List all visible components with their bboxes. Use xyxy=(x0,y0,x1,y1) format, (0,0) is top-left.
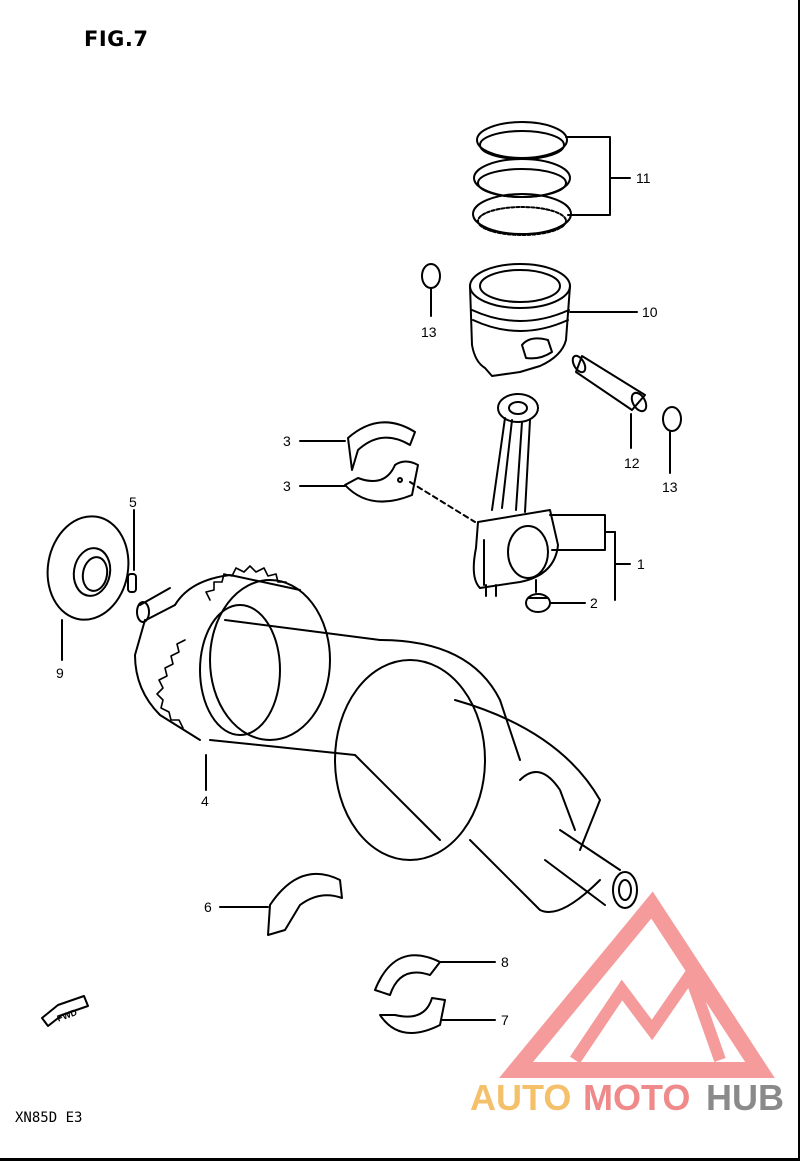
circlip-right xyxy=(662,406,682,432)
callout-5: 5 xyxy=(129,494,137,510)
main-bearing-upper xyxy=(374,954,441,996)
callout-13-right: 13 xyxy=(662,479,678,495)
watermark-auto: AUTO xyxy=(470,1077,571,1118)
callout-9: 9 xyxy=(56,665,64,681)
piston-pin xyxy=(571,354,648,413)
thrust-bearing xyxy=(267,872,343,936)
dowel-pin xyxy=(127,573,137,593)
fwd-label: FWD xyxy=(56,1007,79,1024)
main-bearing-lower xyxy=(379,997,446,1034)
callout-4: 4 xyxy=(201,793,209,809)
model-code: XN85D E3 xyxy=(15,1110,83,1126)
conrod-bearing-upper xyxy=(347,421,416,471)
callout-7: 7 xyxy=(501,1012,509,1028)
piston xyxy=(469,263,571,377)
connecting-rod xyxy=(472,393,559,597)
conrod-nut xyxy=(525,593,551,613)
primary-gear xyxy=(156,565,287,729)
frame-border-right xyxy=(798,0,800,1161)
callout-2: 2 xyxy=(590,595,598,611)
circlip-left xyxy=(421,263,441,289)
callout-8: 8 xyxy=(501,954,509,970)
watermark-hub: HUB xyxy=(706,1077,784,1118)
piston-rings xyxy=(472,121,572,236)
oil-seal xyxy=(46,515,130,621)
crankshaft xyxy=(134,574,638,913)
frame-border-bottom xyxy=(0,1158,800,1161)
watermark-logo xyxy=(499,891,775,1078)
conrod-bearing-lower xyxy=(344,460,419,503)
watermark-text: AUTO MOTO HUB xyxy=(470,1077,784,1118)
fwd-arrow-icon xyxy=(41,995,89,1027)
figure-title: FIG.7 xyxy=(84,27,149,51)
watermark-m-icon xyxy=(570,961,726,1064)
callout-1: 1 xyxy=(637,556,645,572)
callout-12: 12 xyxy=(624,455,640,471)
callout-13-left: 13 xyxy=(421,324,437,340)
callout-10: 10 xyxy=(642,304,658,320)
callout-3-upper: 3 xyxy=(283,433,291,449)
callout-labels: 11 10 13 3 3 12 13 5 1 2 9 4 6 8 7 xyxy=(56,170,678,1028)
callout-6: 6 xyxy=(204,899,212,915)
callout-3-lower: 3 xyxy=(283,478,291,494)
watermark-triangle-icon xyxy=(499,891,775,1078)
watermark-moto: MOTO xyxy=(583,1077,690,1118)
leader-11 xyxy=(565,136,611,216)
callout-11: 11 xyxy=(636,170,651,186)
